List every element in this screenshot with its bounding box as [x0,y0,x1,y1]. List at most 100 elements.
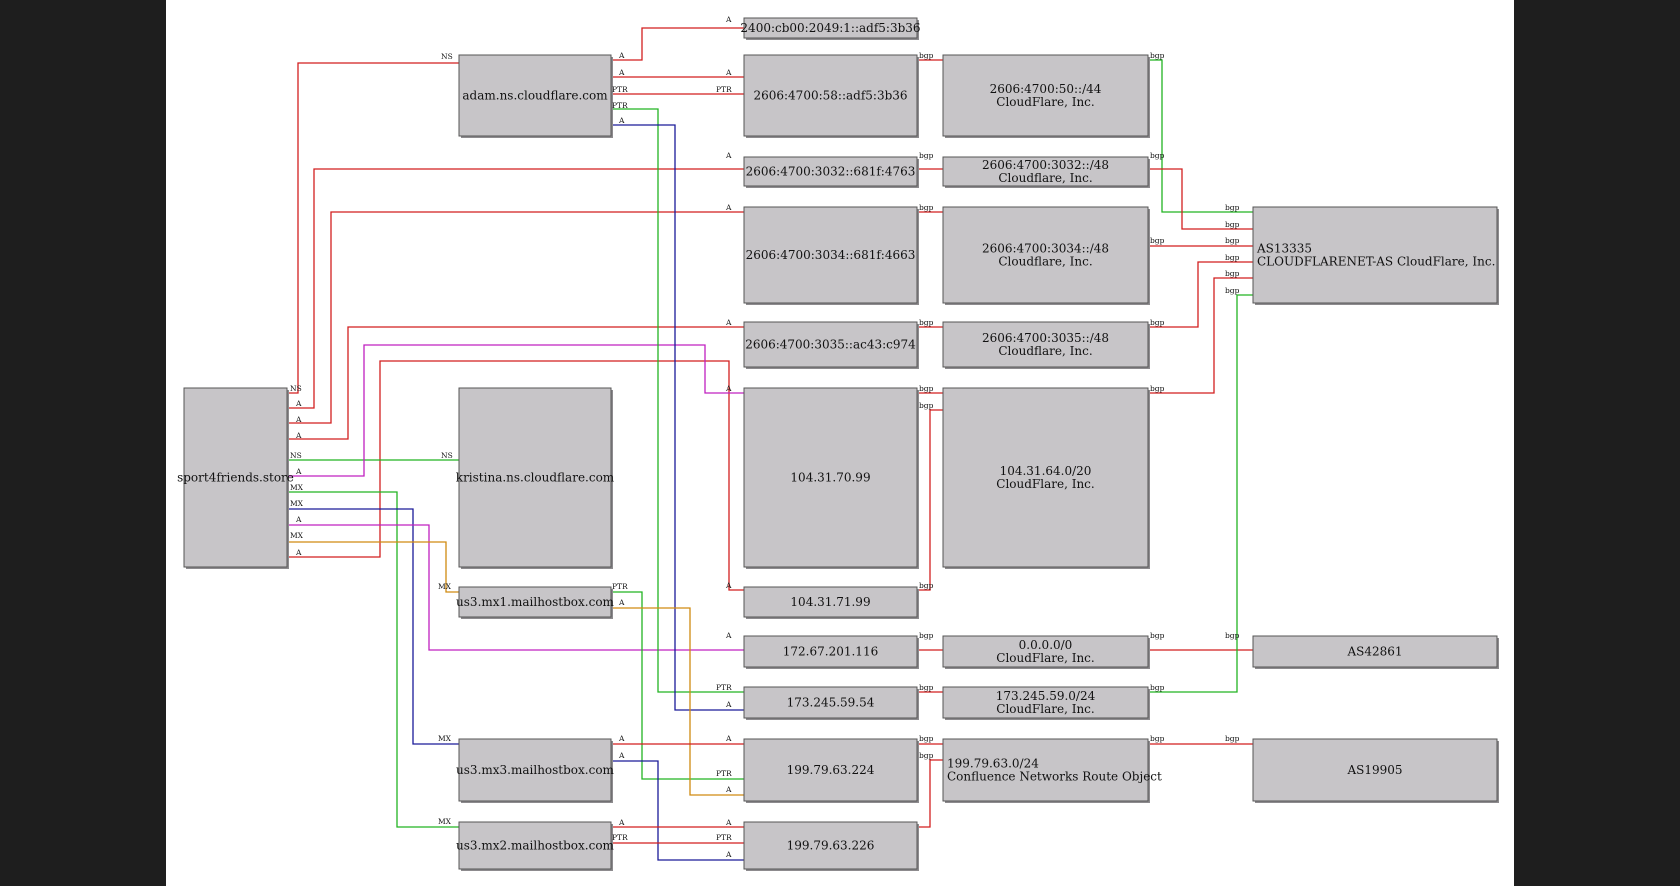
node-ip-199-224[interactable]: 199.79.63.224 [743,738,919,803]
edge-green-16 [611,591,744,780]
node-ip-2606-58[interactable]: 2606:4700:58::adf5:3b36 [743,54,919,138]
node-ip-104-99[interactable]: 104.31.70.99 [743,387,919,569]
edge-label-bgp: bgp [1225,734,1240,743]
edge-label-mx: MX [438,817,452,826]
edge-green-32 [1148,59,1253,213]
edge-red-31 [917,759,943,828]
node-label: 2606:4700:50::/44 [990,82,1102,96]
node-box [183,387,288,568]
edges-layer [287,27,1253,861]
edge-orange-10 [287,541,459,593]
edge-label-bgp: bgp [1150,51,1165,60]
node-mx1[interactable]: us3.mx1.mailhostbox.com [456,586,615,619]
edge-label-bgp: bgp [1150,734,1165,743]
edge-label-a: A [725,581,732,590]
node-as42861[interactable]: AS42861 [1252,635,1499,669]
node-label: 0.0.0.0/0 [1019,638,1073,652]
node-ip-3035[interactable]: 2606:4700:3035::ac43:c974 [743,321,919,369]
edge-label-bgp: bgp [1150,683,1165,692]
edge-label-bgp: bgp [1225,286,1240,295]
edge-red-2 [287,211,744,424]
edge-label-ns: NS [441,52,453,61]
edge-red-1 [287,168,744,409]
edge-label-mx: MX [290,531,304,540]
edge-label-mx: MX [290,483,304,492]
edge-label-a: A [618,751,625,760]
node-box [942,206,1149,304]
edge-label-bgp: bgp [1150,236,1165,245]
node-as19905[interactable]: AS19905 [1252,738,1499,803]
node-box [1252,738,1498,802]
node-box [743,738,918,802]
node-label: kristina.ns.cloudflare.com [456,471,615,485]
edge-label-bgp: bgp [1225,269,1240,278]
edge-label-bgp: bgp [1150,318,1165,327]
edge-red-36 [1148,277,1253,394]
node-ip-199-226[interactable]: 199.79.63.226 [743,821,919,871]
edge-label-bgp: bgp [919,318,934,327]
node-box [942,686,1149,719]
node-kristina[interactable]: kristina.ns.cloudflare.com [456,387,615,569]
edge-label-a: A [295,399,302,408]
node-box [743,686,918,719]
node-ip-172[interactable]: 172.67.201.116 [743,635,919,669]
edge-label-bgp: bgp [1225,203,1240,212]
edge-label-bgp: bgp [1150,384,1165,393]
edge-green-38 [1148,294,1253,693]
node-box [743,17,918,39]
edge-label-a: A [725,151,732,160]
edge-label-ptr: PTR [716,769,732,778]
edge-label-ns: NS [441,451,453,460]
node-label: 199.79.63.226 [787,839,875,853]
node-box [458,54,612,137]
edge-label-bgp: bgp [919,401,934,410]
node-box [743,206,918,304]
node-label: 2606:4700:3032::/48 [982,158,1109,172]
edge-green-7 [287,491,459,828]
edge-orange-17 [611,607,744,796]
node-box [1252,635,1498,668]
edge-label-bgp: bgp [1225,253,1240,262]
node-box [942,156,1149,187]
node-label: 2400:cb00:2049:1::adf5:3b36 [740,21,920,35]
edge-label-a: A [295,548,302,557]
edge-label-a: A [725,631,732,640]
node-mx3[interactable]: us3.mx3.mailhostbox.com [456,738,615,803]
node-label: 2606:4700:3034::/48 [982,242,1109,256]
node-ip-3032[interactable]: 2606:4700:3032::681f:4763 [743,156,919,188]
node-box [942,54,1149,137]
edge-label-a: A [618,818,625,827]
node-box [743,635,918,668]
node-ip-2400[interactable]: 2400:cb00:2049:1::adf5:3b36 [740,17,921,40]
node-mx2[interactable]: us3.mx2.mailhostbox.com [456,821,615,871]
node-label: us3.mx3.mailhostbox.com [456,763,615,777]
edge-label-ptr: PTR [716,833,732,842]
node-ip-104-71[interactable]: 104.31.71.99 [743,586,919,619]
node-label: sport4friends.store [177,471,294,485]
node-adam[interactable]: adam.ns.cloudflare.com [458,54,613,138]
edge-label-a: A [725,318,732,327]
edge-label-ptr: PTR [612,101,628,110]
nodes-layer: sport4friends.store adam.ns.cloudflare.co… [177,17,1499,871]
node-label: 104.31.64.0/20 [1000,464,1092,478]
node-box [942,635,1149,668]
node-label: 104.31.70.99 [790,471,870,485]
node-ip-3034[interactable]: 2606:4700:3034::681f:4663 [743,206,919,305]
edge-label-a: A [295,415,302,424]
edge-magenta-6 [287,344,744,477]
edge-label-a: A [618,68,625,77]
node-sport[interactable]: sport4friends.store [177,387,294,569]
edge-red-33 [1148,168,1253,230]
node-label: 2606:4700:3034::681f:4663 [746,248,916,262]
node-ip-173[interactable]: 173.245.59.54 [743,686,919,720]
